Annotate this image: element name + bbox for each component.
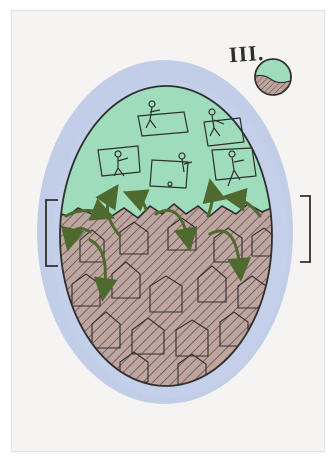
right-bracket — [300, 196, 310, 262]
lower-hatched-region — [40, 204, 290, 400]
small-circle-icon — [250, 59, 296, 100]
